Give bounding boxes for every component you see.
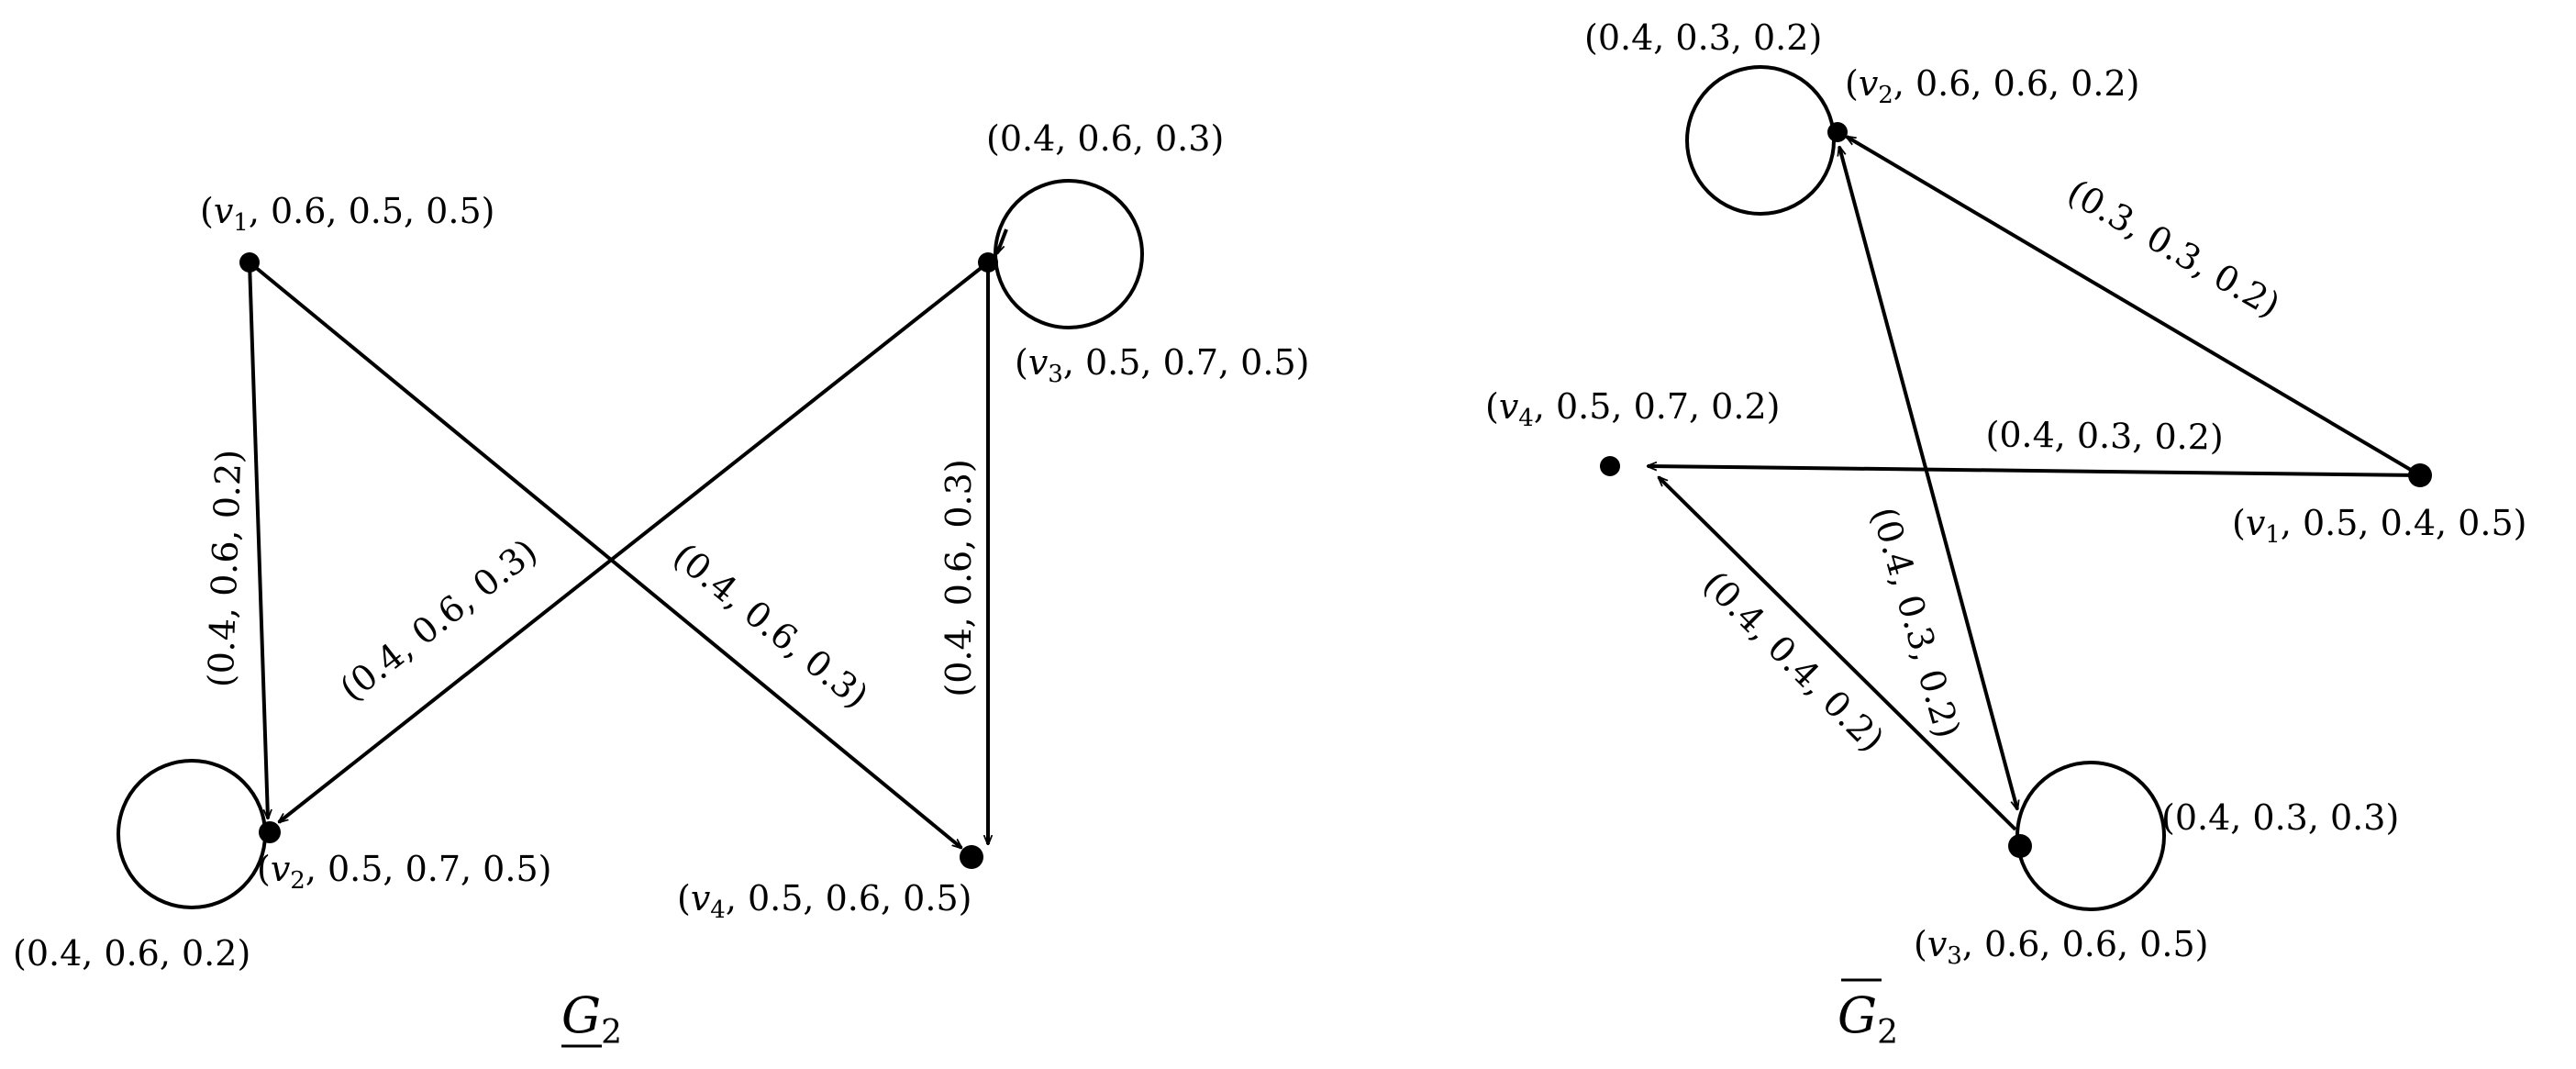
loop-label-upper-v3: (0.4, 0.3, 0.3) <box>2161 797 2399 838</box>
node-label-lower-v4: (v4, 0.5, 0.6, 0.5) <box>677 878 972 924</box>
loop-upper-v3 <box>2015 761 2166 911</box>
graph-upper: (v1, 0.5, 0.4, 0.5) (v2, 0.6, 0.6, 0.2) … <box>1485 17 2526 1052</box>
node-label-upper-v3: (v3, 0.6, 0.6, 0.5) <box>1914 924 2208 970</box>
edge-label-upper-v1-v4: (0.4, 0.3, 0.2) <box>1985 414 2224 457</box>
node-label-lower-v1: (v1, 0.6, 0.5, 0.5) <box>200 191 494 237</box>
node-lower-v1 <box>239 252 260 273</box>
node-label-lower-v3: (v3, 0.5, 0.7, 0.5) <box>1015 342 1309 388</box>
edge-upper-v3-v4 <box>1659 477 2017 831</box>
node-label-upper-v2: (v2, 0.6, 0.6, 0.2) <box>1845 63 2139 109</box>
edge-label-upper-v2-v3: (0.4, 0.3, 0.2) <box>1864 503 1969 742</box>
loop-upper-v2 <box>1685 65 1836 216</box>
node-lower-v2 <box>259 821 281 843</box>
loop-arrow-lower-v3 <box>995 228 1008 253</box>
edge-lower-v1-v4 <box>248 261 961 848</box>
edge-upper-v1-v4 <box>1648 466 2421 477</box>
node-label-upper-v4: (v4, 0.5, 0.7, 0.2) <box>1485 386 1780 432</box>
edge-label-lower-v3-v2: (0.4, 0.6, 0.3) <box>332 531 544 709</box>
edge-lower-v3-v2 <box>279 261 990 822</box>
caption-upper: G2 <box>1838 986 1898 1052</box>
caption-lower: G2 <box>561 986 622 1052</box>
node-upper-v1 <box>2408 463 2432 487</box>
loop-label-upper-v2: (0.4, 0.3, 0.2) <box>1584 17 1822 58</box>
loop-lower-v2 <box>117 759 267 909</box>
node-lower-v4 <box>960 845 983 869</box>
node-lower-v3 <box>978 252 998 273</box>
edge-lower-v1-v2 <box>248 262 268 818</box>
node-upper-v4 <box>1600 456 1620 476</box>
node-upper-v2 <box>1827 122 1848 142</box>
loop-label-lower-v3: (0.4, 0.6, 0.3) <box>986 118 1224 159</box>
graph-lower: (v1, 0.6, 0.5, 0.5) (v2, 0.5, 0.7, 0.5) … <box>13 118 1309 1052</box>
edge-label-lower-v3-v4: (0.4, 0.6, 0.3) <box>938 459 979 696</box>
loop-label-lower-v2: (0.4, 0.6, 0.2) <box>13 933 250 974</box>
loop-lower-v3 <box>994 179 1144 329</box>
edge-upper-v2-v3 <box>1839 147 2017 809</box>
edge-label-upper-v1-v2: (0.3, 0.3, 0.2) <box>2060 172 2287 326</box>
node-label-upper-v1: (v1, 0.5, 0.4, 0.5) <box>2232 503 2526 549</box>
node-label-lower-v2: (v2, 0.5, 0.7, 0.5) <box>257 849 551 895</box>
edge-label-lower-v1-v2: (0.4, 0.6, 0.2) <box>200 449 249 688</box>
node-upper-v3 <box>2008 834 2032 858</box>
edge-label-upper-v3-v4: (0.4, 0.4, 0.2) <box>1695 563 1892 760</box>
